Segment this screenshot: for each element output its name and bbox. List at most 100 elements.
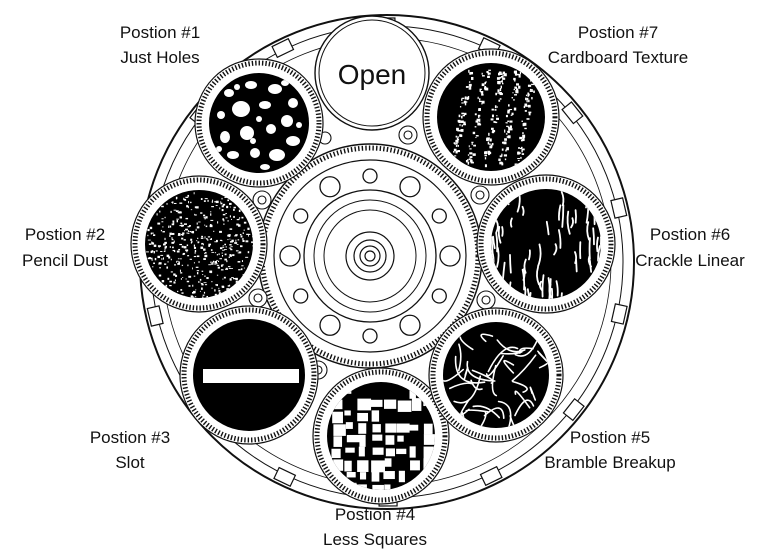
gobo-hole xyxy=(220,131,230,143)
dust-speck xyxy=(205,216,207,218)
dust-speck xyxy=(230,268,233,269)
cardboard-fiber xyxy=(509,121,512,123)
dust-speck xyxy=(222,209,224,211)
cardboard-fiber xyxy=(522,139,525,141)
dust-speck xyxy=(176,261,178,262)
dust-speck xyxy=(220,203,222,205)
dust-speck xyxy=(194,276,196,277)
cardboard-fiber xyxy=(502,83,503,85)
gobo-square xyxy=(359,435,365,447)
dust-speck xyxy=(204,217,205,218)
hub-hole xyxy=(432,209,446,223)
dust-speck xyxy=(244,230,245,231)
cardboard-fiber xyxy=(512,92,513,93)
dust-speck xyxy=(204,276,205,277)
cardboard-fiber xyxy=(498,159,500,161)
hub-hole xyxy=(432,289,446,303)
dust-speck xyxy=(217,275,218,276)
hub-hole xyxy=(363,169,377,183)
dust-speck xyxy=(159,211,160,213)
cardboard-fiber xyxy=(471,156,472,158)
cardboard-fiber xyxy=(471,72,472,74)
hub-hole xyxy=(440,246,460,266)
dust-speck xyxy=(165,249,166,251)
dust-speck xyxy=(224,244,226,245)
cardboard-fiber xyxy=(491,118,494,120)
dust-speck xyxy=(248,251,249,253)
dust-speck xyxy=(169,233,171,235)
gobo-square xyxy=(410,446,416,457)
cardboard-fiber xyxy=(476,135,479,136)
dust-speck xyxy=(243,232,244,234)
hub-hole xyxy=(363,329,377,343)
dust-speck xyxy=(207,200,208,202)
gobo-square xyxy=(384,400,396,409)
cardboard-fiber xyxy=(492,143,494,145)
dust-speck xyxy=(210,211,211,212)
dust-speck xyxy=(180,270,181,272)
hub-hole xyxy=(400,315,420,335)
dust-speck xyxy=(210,225,213,227)
cardboard-fiber xyxy=(491,128,494,130)
dust-speck xyxy=(206,277,208,279)
dust-speck xyxy=(221,265,223,267)
cardboard-fiber xyxy=(517,152,519,153)
cardboard-fiber xyxy=(488,142,489,145)
dust-speck xyxy=(208,236,210,237)
dust-speck xyxy=(214,201,216,202)
dust-speck xyxy=(179,211,181,212)
dust-speck xyxy=(194,256,196,257)
dust-speck xyxy=(237,219,240,220)
dust-speck xyxy=(224,259,227,261)
dust-speck xyxy=(175,279,176,281)
dust-speck xyxy=(152,250,154,252)
dust-speck xyxy=(226,268,228,269)
dust-speck xyxy=(161,218,163,219)
dust-speck xyxy=(211,288,212,289)
cardboard-fiber xyxy=(458,120,460,123)
gobo-hole xyxy=(260,164,270,170)
cardboard-fiber xyxy=(531,84,534,85)
dust-speck xyxy=(223,204,225,206)
cardboard-fiber xyxy=(522,132,523,134)
dust-speck xyxy=(149,243,152,244)
cardboard-fiber xyxy=(507,121,509,122)
cardboard-fiber xyxy=(504,130,505,133)
cardboard-fiber xyxy=(475,137,476,138)
dust-speck xyxy=(187,265,188,267)
dust-speck xyxy=(201,284,203,286)
label-position-2: Postion #2 Pencil Dust xyxy=(22,225,108,270)
cardboard-fiber xyxy=(480,90,481,92)
dust-speck xyxy=(170,246,171,248)
cardboard-fiber xyxy=(482,73,483,75)
cardboard-fiber xyxy=(478,115,480,117)
dust-speck xyxy=(238,239,240,240)
cardboard-fiber xyxy=(488,72,489,75)
dust-speck xyxy=(227,239,228,240)
cardboard-fiber xyxy=(512,113,514,115)
dust-speck xyxy=(188,276,191,278)
dust-speck xyxy=(206,226,208,228)
cardboard-fiber xyxy=(490,138,492,141)
dust-speck xyxy=(248,234,249,236)
dust-speck xyxy=(223,219,224,221)
gobo-square xyxy=(397,436,403,442)
cardboard-fiber xyxy=(475,126,477,127)
dust-speck xyxy=(230,215,231,217)
cardboard-fiber xyxy=(478,108,481,111)
dust-speck xyxy=(166,267,168,269)
cardboard-fiber xyxy=(506,115,508,117)
cardboard-fiber xyxy=(469,81,470,82)
dust-speck xyxy=(223,214,226,215)
label-position-6-name: Crackle Linear xyxy=(635,251,745,270)
dust-speck xyxy=(226,206,228,208)
cardboard-fiber xyxy=(495,122,497,123)
label-position-2-name: Pencil Dust xyxy=(22,251,108,270)
dust-speck xyxy=(196,206,199,208)
dust-speck xyxy=(204,255,207,257)
gobo-square xyxy=(359,447,365,457)
dust-speck xyxy=(199,261,200,263)
gobo-square xyxy=(344,461,351,472)
dust-speck xyxy=(188,226,190,227)
